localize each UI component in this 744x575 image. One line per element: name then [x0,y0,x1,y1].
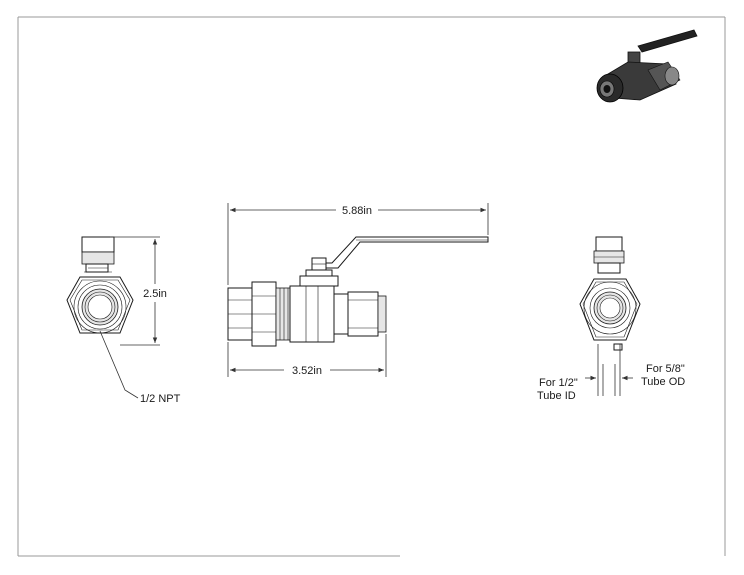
overall-length-dimension: 5.88in [227,203,489,285]
left-end-view [66,236,134,334]
tube-id-label-1: For 1/2" [539,377,578,389]
height-dimension: 2.5in [110,236,167,346]
tube-od-label-2: Tube OD [641,376,685,388]
iso-view-valve [596,29,698,103]
body-length-label: 3.52in [292,365,322,377]
overall-length-label: 5.88in [342,205,372,217]
side-view-valve [227,236,489,347]
drawing-border [17,16,726,557]
npt-callout: 1/2 NPT [99,330,181,405]
height-dimension-label: 2.5in [143,288,167,300]
tube-dimensions: For 1/2" Tube ID For 5/8" Tube OD [537,344,685,402]
tube-od-label-1: For 5/8" [646,363,685,375]
right-end-view [579,236,641,351]
tube-id-label-2: Tube ID [537,390,576,402]
body-length-dimension: 3.52in [227,334,387,377]
npt-callout-label: 1/2 NPT [140,393,181,405]
